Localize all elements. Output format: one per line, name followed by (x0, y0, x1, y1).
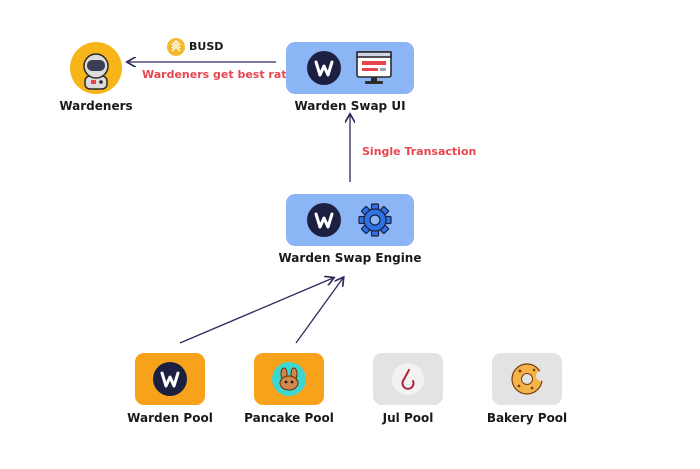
gear-icon (358, 203, 392, 237)
warden-pool-node (135, 353, 205, 405)
busd-token-icon (167, 38, 185, 56)
warden-logo-icon (153, 362, 187, 396)
warden-swap-ui-node (286, 42, 414, 94)
warden-swap-ui-label: Warden Swap UI (294, 99, 406, 113)
best-rate-note: Wardeners get best rate (142, 68, 294, 81)
jul-pool-label: Jul Pool (382, 411, 434, 425)
wardeners-node (70, 42, 122, 94)
arrow-pancake-pool-to-engine (295, 278, 343, 344)
monitor-icon (356, 51, 392, 84)
jul-pool-node (373, 353, 443, 405)
pancake-bunny-icon (272, 362, 306, 396)
astronaut-icon (70, 42, 122, 94)
wardeners-label: Wardeners (59, 99, 133, 113)
bakery-pool-label: Bakery Pool (486, 411, 568, 425)
arrow-warden-pool-to-engine (179, 278, 333, 344)
warden-pool-label: Warden Pool (127, 411, 213, 425)
busd-label: BUSD (189, 40, 224, 53)
pancake-pool-label: Pancake Pool (244, 411, 334, 425)
warden-logo-icon (307, 51, 341, 85)
pancake-pool-node (254, 353, 324, 405)
warden-swap-engine-label: Warden Swap Engine (278, 251, 422, 265)
bakery-donut-icon (511, 363, 546, 395)
single-transaction-note: Single Transaction (362, 145, 477, 158)
jul-icon (392, 363, 424, 395)
warden-swap-engine-node (286, 194, 414, 246)
warden-logo-icon (307, 203, 341, 237)
bakery-pool-node (492, 353, 562, 405)
